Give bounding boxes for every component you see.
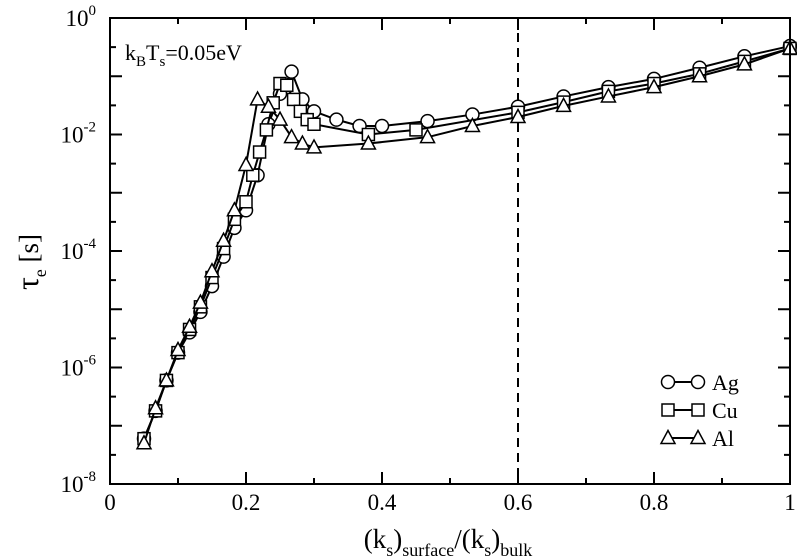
x-tick-label: 0.4 <box>368 490 397 515</box>
data-point-al <box>215 231 232 247</box>
data-point-al <box>135 434 153 450</box>
legend-item-ag: Ag <box>660 370 739 395</box>
x-tick-label: 0.8 <box>640 490 669 515</box>
data-point-al <box>249 90 266 106</box>
x-tick-label: 0 <box>104 490 116 515</box>
legend-marker <box>661 403 675 417</box>
y-axis-title: τe [s] <box>9 234 50 290</box>
y-tick-label: 10-6 <box>61 353 97 381</box>
data-point-cu <box>252 145 267 159</box>
data-point-al <box>691 67 708 83</box>
series-layer <box>135 38 797 450</box>
data-point-al <box>271 110 289 126</box>
tick-labels: 0 0.2 0.4 0.6 0.8 1 10-8 10-6 10-4 10-2 100 <box>61 3 796 515</box>
data-point-al <box>226 201 243 217</box>
data-point-al <box>645 78 663 94</box>
data-point-al <box>169 340 187 357</box>
data-point-al <box>419 128 436 144</box>
data-point-al <box>283 128 300 144</box>
data-point-ag <box>420 113 435 129</box>
data-point-al <box>509 107 527 124</box>
legend-marker <box>690 374 706 390</box>
legend-marker <box>660 374 676 390</box>
data-point-al <box>260 97 277 113</box>
data-point-al <box>237 155 255 172</box>
y-tick-label: 10-4 <box>61 236 97 264</box>
annotation-text: kBTs=0.05eV <box>125 40 242 70</box>
legend-item-cu: Cu <box>661 398 738 423</box>
legend-label: Cu <box>712 398 738 423</box>
legend-label: Ag <box>712 370 739 395</box>
data-point-al <box>736 55 753 71</box>
data-point-ag <box>329 112 344 127</box>
data-point-cu <box>286 92 301 107</box>
data-point-al <box>555 96 572 113</box>
x-tick-label: 1 <box>784 490 796 515</box>
data-point-al <box>305 138 323 154</box>
data-point-cu <box>307 117 321 131</box>
data-point-al <box>294 134 311 150</box>
series-line-ag <box>143 45 791 440</box>
data-point-al <box>181 317 198 334</box>
axis-ticks <box>109 17 791 485</box>
data-point-ag <box>374 118 390 134</box>
data-point-al <box>158 371 175 387</box>
legend-item-al: Al <box>659 426 734 451</box>
data-point-al <box>203 262 221 278</box>
data-point-al <box>192 293 209 309</box>
y-tick-label: 10-2 <box>61 120 97 148</box>
x-tick-label: 0.6 <box>504 490 533 515</box>
legend-marker <box>691 403 705 417</box>
legend-label: Al <box>712 426 734 451</box>
legend-marker <box>689 428 707 445</box>
data-point-cu <box>409 123 423 137</box>
data-point-al <box>600 87 617 103</box>
data-point-cu <box>259 123 274 137</box>
data-point-ag <box>284 64 299 79</box>
y-tick-label: 10-8 <box>61 469 97 497</box>
y-tick-label: 100 <box>66 3 97 31</box>
data-point-cu <box>239 195 253 209</box>
data-point-cu <box>280 78 294 93</box>
data-point-al <box>360 134 377 150</box>
data-point-al <box>147 399 164 415</box>
x-tick-label: 0.2 <box>232 490 261 515</box>
plot-frame <box>109 17 791 485</box>
legend-marker <box>659 428 677 445</box>
data-point-al <box>464 116 481 133</box>
x-axis-title: (ks)surface/(ks)bulk <box>364 524 533 560</box>
